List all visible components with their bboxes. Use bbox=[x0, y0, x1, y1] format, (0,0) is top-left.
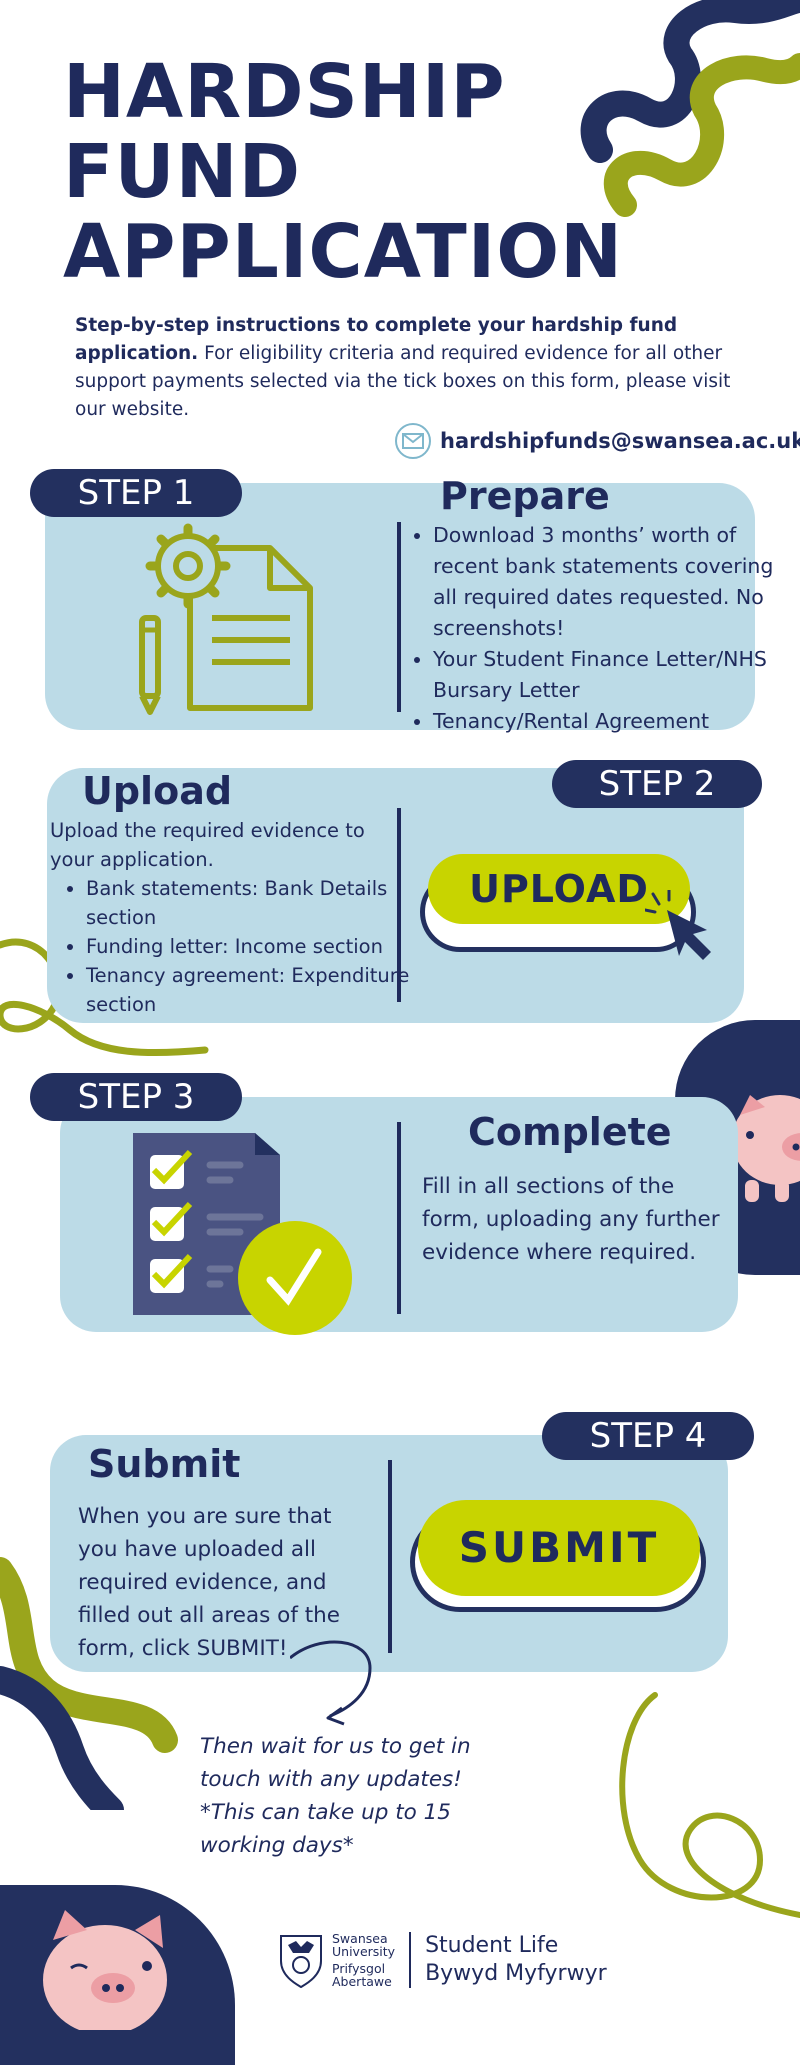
intro-rest: For eligibility criteria and required ev… bbox=[75, 343, 731, 420]
document-gear-icon bbox=[139, 523, 313, 715]
closing-text: Then wait for us to get in touch with an… bbox=[200, 1734, 471, 1858]
decorative-squiggle-top-right bbox=[580, 0, 800, 217]
step2-heading: Upload bbox=[82, 769, 233, 813]
cursor-click-icon bbox=[645, 890, 711, 960]
step4-divider bbox=[388, 1460, 392, 1653]
step2-list: Bank statements: Bank Details section Fu… bbox=[58, 874, 426, 1019]
university-crest-icon bbox=[280, 1935, 322, 1989]
decorative-swirl-right bbox=[619, 1692, 800, 1918]
step4-heading: Submit bbox=[88, 1442, 241, 1486]
footer-logos: Swansea University Prifysgol Abertawe St… bbox=[276, 1930, 607, 1990]
brand-en: Student Life bbox=[425, 1933, 559, 1958]
list-item: Your Student Finance Letter/NHS Bursary … bbox=[433, 644, 778, 706]
list-item: Tenancy/Rental Agreement bbox=[433, 706, 778, 737]
step3-badge: STEP 3 bbox=[30, 1073, 242, 1121]
page-title-line3: APPLICATION bbox=[63, 209, 624, 295]
upload-button[interactable]: UPLOAD bbox=[428, 854, 690, 924]
step4-text: When you are sure that you have uploaded… bbox=[78, 1504, 341, 1661]
upload-button-label: UPLOAD bbox=[469, 867, 649, 911]
curved-arrow-icon bbox=[290, 1640, 372, 1726]
step2-intro: Upload the required evidence to your app… bbox=[50, 819, 365, 871]
page-title-line1: HARDSHIP bbox=[63, 49, 506, 135]
step1-badge: STEP 1 bbox=[30, 469, 242, 517]
university-name: Swansea University Prifysgol Abertawe bbox=[332, 1932, 395, 1988]
step2-badge: STEP 2 bbox=[552, 760, 762, 808]
list-item: Bank statements: Bank Details section bbox=[86, 874, 426, 932]
intro-bold: Step-by-step instructions to complete yo… bbox=[75, 315, 678, 364]
step1-divider bbox=[397, 522, 401, 712]
uni-cy-1: Prifysgol bbox=[332, 1961, 386, 1976]
decorative-squiggle-bottom-left bbox=[0, 1557, 178, 1810]
step3-heading: Complete bbox=[468, 1110, 672, 1154]
intro-paragraph: Step-by-step instructions to complete yo… bbox=[75, 312, 755, 424]
uni-en-1: Swansea bbox=[332, 1931, 388, 1946]
step3-text: Fill in all sections of the form, upload… bbox=[422, 1174, 720, 1265]
uni-en-2: University bbox=[332, 1944, 396, 1959]
footer-divider bbox=[409, 1932, 412, 1988]
step2-divider bbox=[397, 808, 401, 1002]
page-title-line2: FUND bbox=[63, 129, 301, 215]
brand-cy: Bywyd Myfyrwyr bbox=[425, 1961, 607, 1986]
list-item: Download 3 months’ worth of recent bank … bbox=[433, 520, 778, 644]
step3-divider bbox=[397, 1122, 401, 1314]
checklist-icon bbox=[133, 1133, 352, 1335]
page-title: HARDSHIP FUND APPLICATION bbox=[63, 52, 623, 292]
email-link[interactable]: hardshipfunds@swansea.ac.uk bbox=[440, 429, 800, 453]
step1-heading: Prepare bbox=[440, 474, 610, 518]
list-item: Funding letter: Income section bbox=[86, 932, 426, 961]
mail-icon bbox=[395, 423, 431, 459]
step4-badge: STEP 4 bbox=[542, 1412, 754, 1460]
list-item: Tenancy agreement: Expenditure section bbox=[86, 961, 426, 1019]
email-contact[interactable]: hardshipfunds@swansea.ac.uk bbox=[394, 420, 800, 462]
submit-button[interactable]: SUBMIT bbox=[418, 1500, 700, 1596]
step1-list: Download 3 months’ worth of recent bank … bbox=[405, 520, 778, 737]
student-life-brand: Student Life Bywyd Myfyrwyr bbox=[425, 1932, 607, 1988]
uni-cy-2: Abertawe bbox=[332, 1974, 392, 1989]
submit-button-label: SUBMIT bbox=[458, 1523, 660, 1572]
pig-mascot-bottom-left bbox=[0, 1885, 235, 2065]
